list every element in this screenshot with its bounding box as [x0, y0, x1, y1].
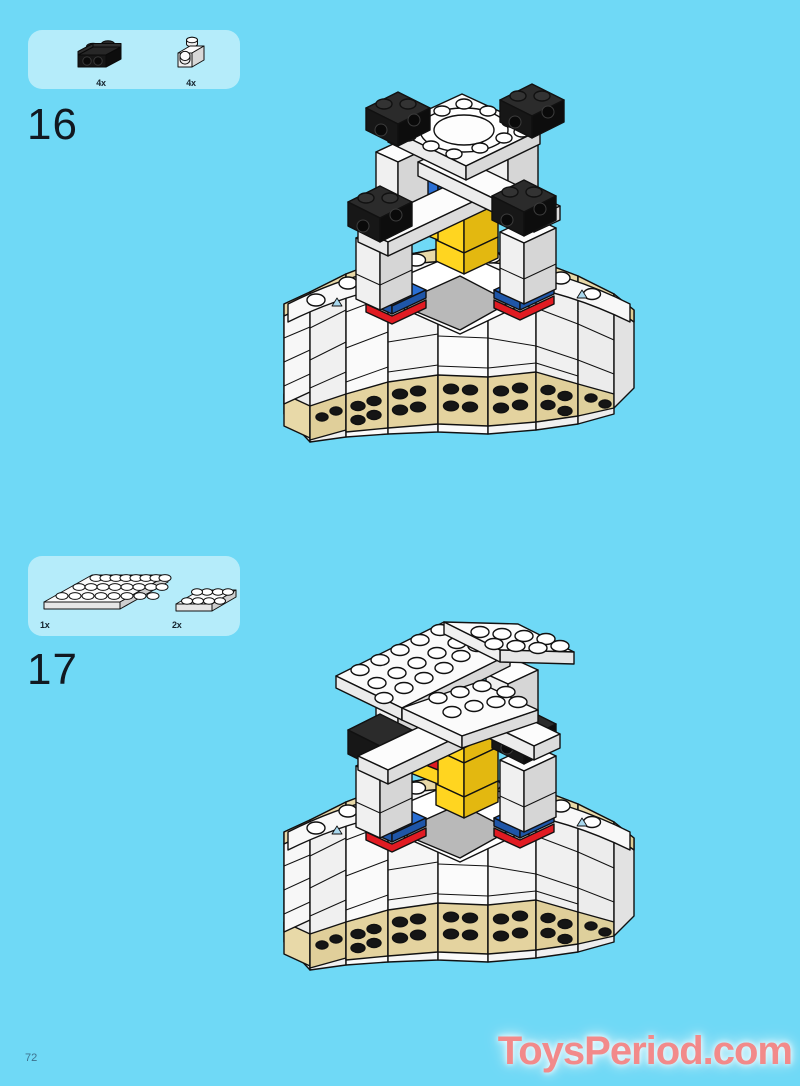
site-watermark: ToysPeriod.com: [497, 1029, 793, 1073]
part-slot-black-1x2-brick: 4x: [66, 38, 136, 88]
model-illustration-step-16: [283, 83, 635, 443]
step-number-17: 17: [27, 645, 78, 694]
white-2x8-plate-icon: [43, 574, 172, 610]
part-slot-white-2x8-plate: 1x: [36, 562, 176, 630]
black-1x2-brick-icon: [77, 40, 122, 68]
part-qty-label: 4x: [96, 78, 106, 88]
part-qty-label: 2x: [172, 620, 182, 630]
step-number-16: 16: [27, 100, 78, 149]
part-slot-white-2x4-plate: 2x: [170, 574, 242, 630]
model-illustration-step-17: [283, 621, 635, 971]
part-qty-label: 4x: [186, 78, 196, 88]
new-part-white-2x4-plate: [443, 621, 575, 665]
parts-callout-step-16: 4x: [28, 30, 240, 89]
part-qty-label: 1x: [40, 620, 50, 630]
white-2x4-plate-icon: [175, 588, 237, 612]
parts-callout-step-17: 1x: [28, 556, 240, 636]
white-1x1-brick-with-side-stud-icon: [177, 36, 205, 68]
new-part-white-2x4-plate: [401, 679, 539, 749]
part-slot-white-1x1-headlight-brick: 4x: [160, 34, 222, 88]
page-number: 72: [25, 1052, 38, 1064]
